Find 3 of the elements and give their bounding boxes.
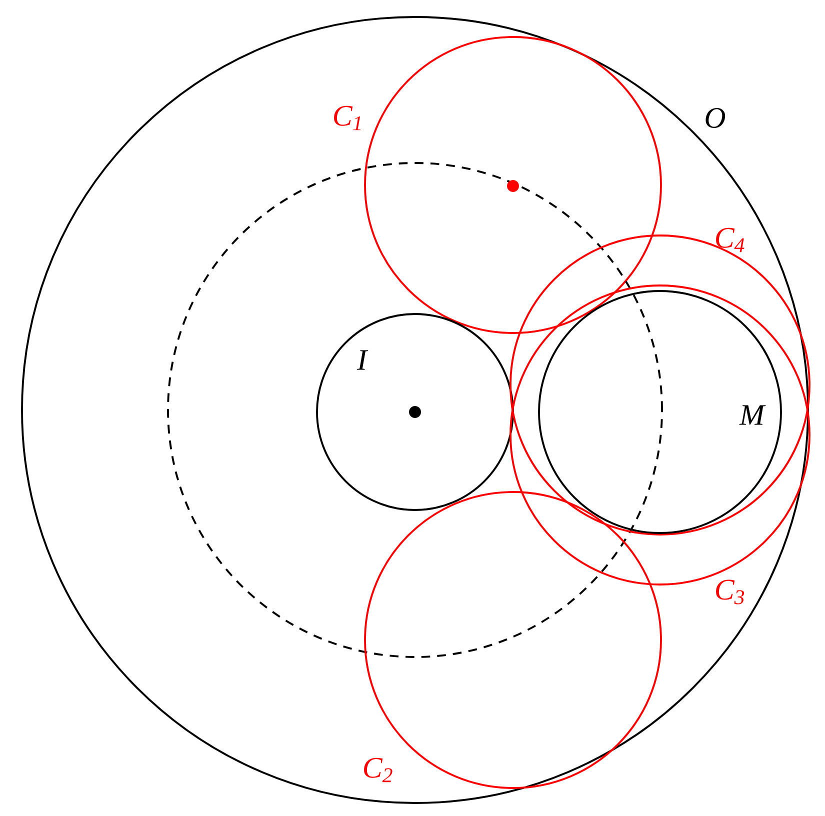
node-label: C$_{1}$ [334,106,361,130]
node-label: 3 [734,590,744,604]
circle [167,162,663,658]
